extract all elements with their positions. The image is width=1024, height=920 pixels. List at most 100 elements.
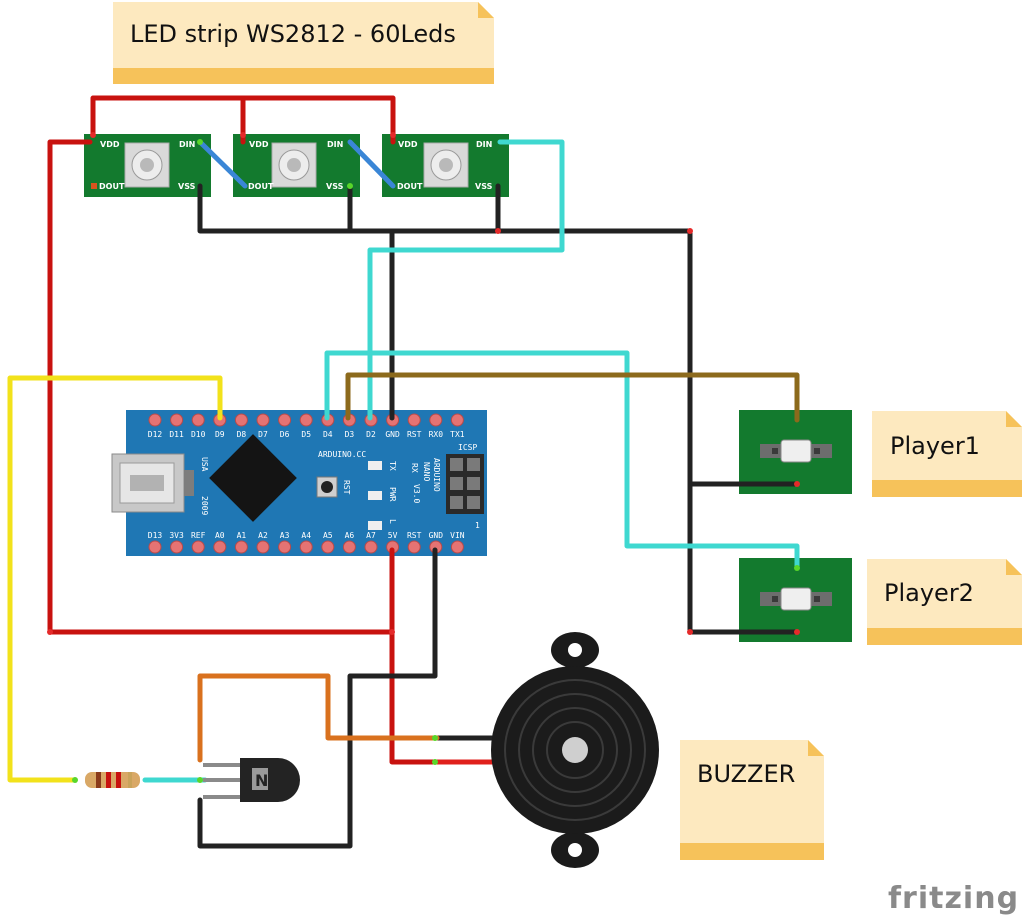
arduino-bottom-pin-6 (278, 540, 292, 554)
atmega-chip (209, 434, 297, 522)
wire-data-d4-player2 (324, 350, 800, 571)
arduino-top-pin-label-8: D4 (323, 430, 333, 439)
arduino-top-pin-label-0: D12 (148, 430, 163, 439)
wire-d3-player1 (345, 372, 800, 423)
arduino-top-pin-0 (148, 413, 162, 427)
arduino-bottom-pin-label-11: 5V (388, 531, 398, 540)
led-module-3: VDD DIN DOUT VSS (382, 134, 509, 197)
arduino-year-label: 2009 (200, 496, 209, 515)
arduino-rx-label: RX (410, 463, 419, 473)
arduino-bottom-pin-label-5: A2 (258, 531, 268, 540)
arduino-top-pin-label-4: D8 (237, 430, 247, 439)
pwr-led (368, 491, 382, 500)
arduino-top-pin-label-2: D10 (191, 430, 206, 439)
led1-vss-label: VSS (178, 182, 196, 191)
arduino-top-pin-label-6: D6 (280, 430, 290, 439)
usb-connector (111, 453, 194, 513)
wires (7, 95, 800, 849)
icsp-header (446, 454, 484, 514)
arduino-bottom-pin-label-3: A0 (215, 531, 225, 540)
arduino-bottom-pin-label-2: REF (191, 531, 206, 540)
arduino-top-pin-14 (450, 413, 464, 427)
wire-d9-resistor (7, 375, 223, 783)
arduino-bottom-pin-10 (364, 540, 378, 554)
arduino-top-pin-label-12: RST (407, 430, 422, 439)
note-player1: Player1 (872, 411, 1022, 497)
arduino-bottom-pin-label-9: A6 (345, 531, 355, 540)
arduino-bottom-pin-9 (342, 540, 356, 554)
note-buzzer-text: BUZZER (697, 760, 795, 788)
arduino-model-line-2: NANO (422, 462, 431, 481)
arduino-bottom-pin-label-6: A3 (280, 531, 290, 540)
led3-din-label: DIN (476, 140, 492, 149)
arduino-model-line-3: V3.0 (412, 484, 421, 503)
wire-green-dots (72, 139, 800, 783)
arduino-top-pin-4 (234, 413, 248, 427)
arduino-top-pin-label-1: D11 (169, 430, 184, 439)
buzzer (491, 632, 659, 868)
arduino-bottom-pin-4 (234, 540, 248, 554)
arduino-pwr-label: PWR (388, 487, 397, 502)
led3-dout-label: DOUT (397, 182, 423, 191)
arduino-top-pin-12 (407, 413, 421, 427)
note-player2-text: Player2 (884, 579, 974, 607)
note-player1-text: Player1 (890, 432, 980, 460)
arduino-tx-label: TX (388, 461, 397, 471)
arduino-icsp-label: ICSP (458, 443, 477, 452)
arduino-brand-label: ARDUINO.CC (318, 450, 366, 459)
player1-button (739, 410, 852, 494)
arduino-top-pin-label-9: D3 (345, 430, 355, 439)
arduino-bottom-pin-0 (148, 540, 162, 554)
arduino-bottom-pin-3 (213, 540, 227, 554)
arduino-top-pin-13 (429, 413, 443, 427)
note-player2: Player2 (867, 559, 1022, 645)
arduino-one-label: 1 (475, 521, 480, 530)
arduino-top-pin-label-11: GND (385, 430, 400, 439)
led2-vdd-label: VDD (249, 140, 269, 149)
player2-button (739, 558, 852, 642)
arduino-usa-label: USA (200, 457, 209, 472)
arduino-model-line-1: ARDUINO (432, 458, 441, 492)
led3-vdd-label: VDD (398, 140, 418, 149)
arduino-top-pin-1 (170, 413, 184, 427)
wire-gnd-lower (197, 547, 438, 849)
arduino-top-pin-label-10: D2 (366, 430, 376, 439)
l-led (368, 521, 382, 530)
arduino-bottom-pin-label-8: A5 (323, 531, 333, 540)
svg-text:N: N (255, 771, 268, 790)
wire-collector-buzzer (197, 673, 440, 763)
arduino-top-pin-label-5: D7 (258, 430, 268, 439)
wire-5v-to-buzzer (389, 629, 440, 765)
arduino-top-pin-label-13: RX0 (429, 430, 444, 439)
led-module-2: VDD DIN DOUT VSS (233, 134, 360, 197)
led2-vss-label: VSS (326, 182, 344, 191)
wire-jumper-led2-led3 (347, 139, 396, 189)
resistor (85, 772, 140, 788)
wire-data-d2 (367, 139, 565, 421)
wire-jumper-led1-led2 (197, 139, 248, 189)
led1-dout-label: DOUT (99, 182, 125, 191)
arduino-top-pin-6 (278, 413, 292, 427)
arduino-bottom-pin-label-0: D13 (148, 531, 163, 540)
arduino-bottom-pin-1 (170, 540, 184, 554)
led-module-1: VDD DIN DOUT VSS (84, 134, 211, 197)
transistor: N (203, 758, 300, 802)
arduino-bottom-pin-label-12: RST (407, 531, 422, 540)
arduino-top-pin-label-3: D9 (215, 430, 225, 439)
led3-vss-label: VSS (475, 182, 493, 191)
arduino-top-pin-5 (256, 413, 270, 427)
arduino-bottom-pin-label-14: VIN (450, 531, 465, 540)
arduino-top-pin-label-14: TX1 (450, 430, 465, 439)
arduino-top-pin-label-7: D5 (301, 430, 311, 439)
arduino-bottom-pin-8 (321, 540, 335, 554)
arduino-bottom-pin-14 (450, 540, 464, 554)
led2-din-label: DIN (327, 140, 343, 149)
wire-end-dots (47, 132, 800, 635)
note-led-strip-text: LED strip WS2812 - 60Leds (130, 20, 456, 48)
arduino-bottom-pin-2 (191, 540, 205, 554)
arduino-bottom-pin-12 (407, 540, 421, 554)
arduino-top-pin-7 (299, 413, 313, 427)
